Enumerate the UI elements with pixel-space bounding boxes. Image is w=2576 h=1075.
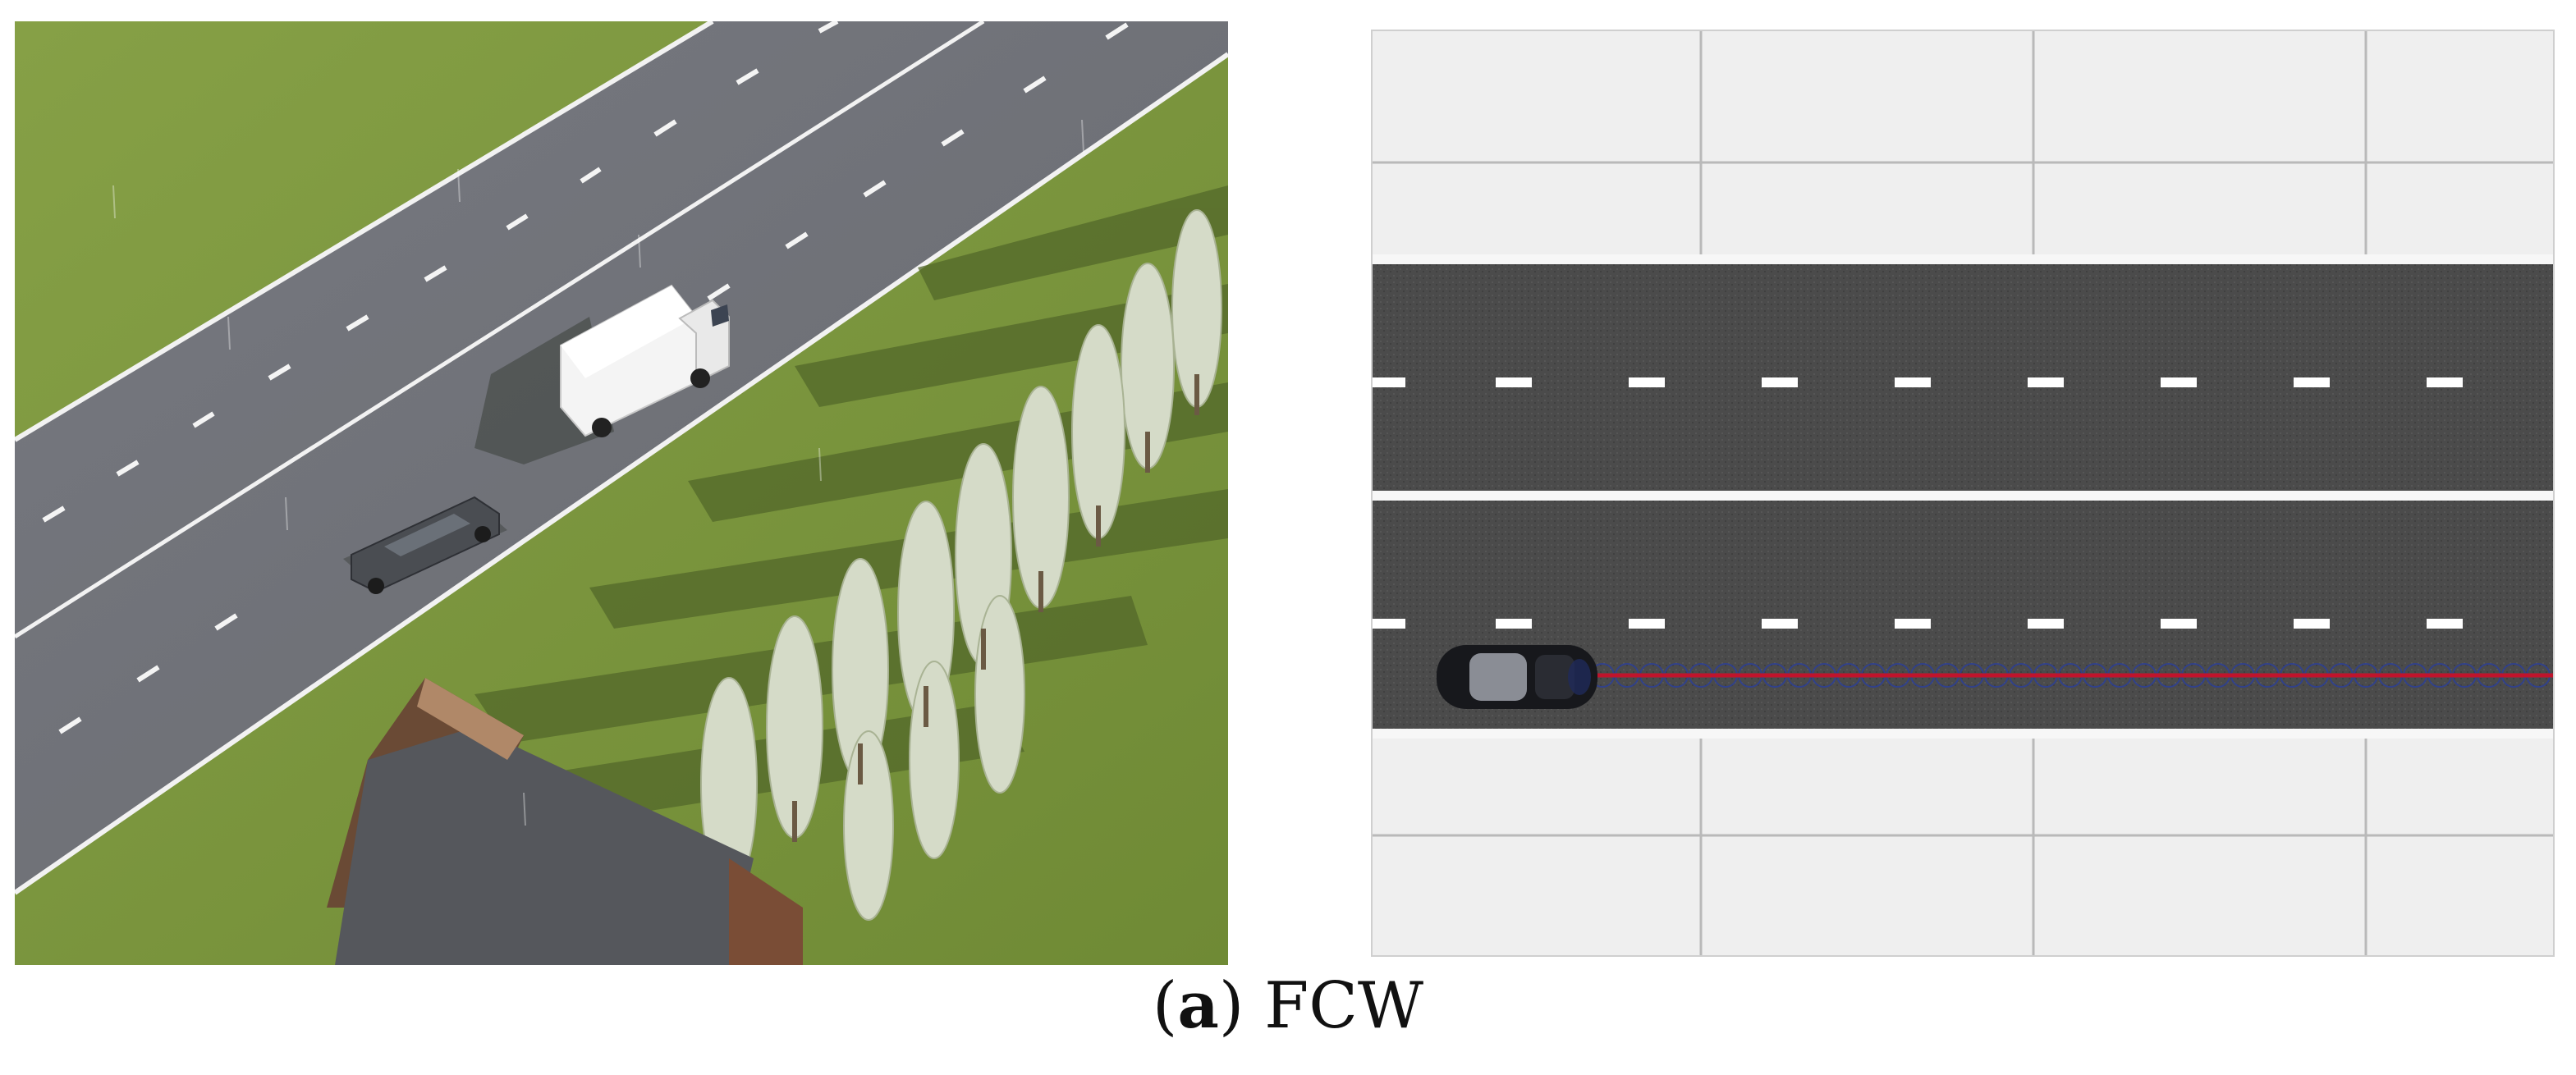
house-building [327, 678, 803, 965]
figure-caption: (a) FCW [0, 968, 2576, 1043]
truck-vehicle [560, 284, 730, 437]
topdown-image [1373, 31, 2553, 955]
road-center-divider [1373, 491, 2553, 501]
tree-row [700, 209, 1222, 921]
road-center-line [15, 21, 985, 639]
caption-paren-open: ( [1152, 969, 1178, 1043]
highway-road [15, 21, 1228, 893]
ego-car [1437, 645, 1597, 709]
caption-text: FCW [1244, 969, 1424, 1043]
rain-streaks [112, 119, 1084, 826]
scene-3d-view [15, 21, 1228, 965]
road-border-top [1373, 254, 2553, 264]
road-border-bottom [1373, 729, 2553, 739]
lane-dashes-upper [42, 21, 839, 523]
scene-3d-image [15, 21, 1228, 965]
trajectory-path [1537, 663, 2553, 688]
sedan-vehicle [351, 496, 500, 594]
lane-dashes-lower [58, 22, 1129, 734]
caption-paren-close: ) [1218, 969, 1244, 1043]
road-edge-bottom [15, 52, 1228, 895]
lane-dashes-bottom [1373, 619, 2463, 629]
lane-dashes-top [1373, 377, 2463, 387]
road-edge-top [15, 21, 714, 442]
scene-topdown-view [1371, 30, 2555, 957]
caption-letter: a [1177, 968, 1219, 1043]
